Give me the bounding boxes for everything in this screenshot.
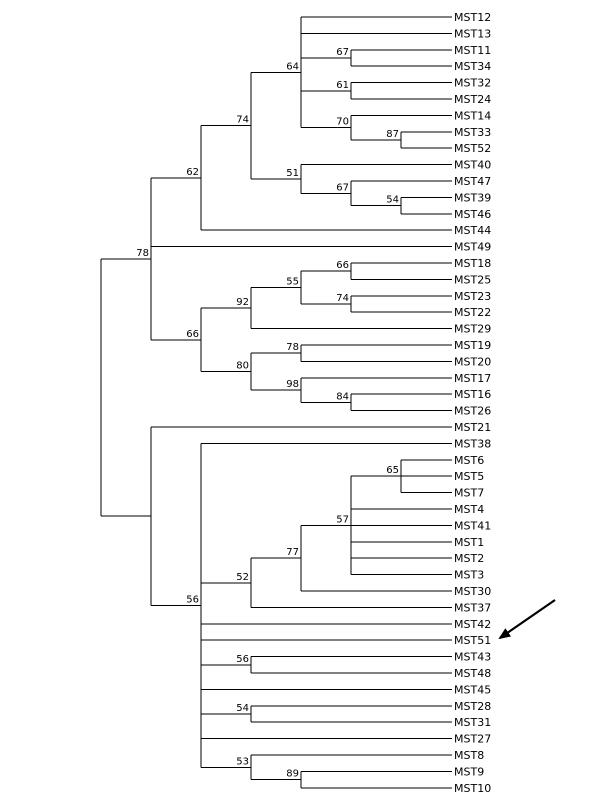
leaf-label-mst31: MST31 bbox=[454, 716, 491, 729]
leaf-label-mst3: MST3 bbox=[454, 569, 484, 582]
leaf-label-mst41: MST41 bbox=[454, 519, 491, 532]
bootstrap-value: 56 bbox=[236, 654, 249, 665]
leaf-label-mst1: MST1 bbox=[454, 536, 484, 549]
leaf-label-mst47: MST47 bbox=[454, 175, 491, 188]
leaf-label-mst51: MST51 bbox=[454, 634, 491, 647]
leaf-label-mst43: MST43 bbox=[454, 651, 491, 664]
bootstrap-value: 54 bbox=[236, 703, 249, 714]
bootstrap-value: 89 bbox=[286, 769, 299, 780]
leaf-label-mst17: MST17 bbox=[454, 372, 491, 385]
bootstrap-value: 62 bbox=[186, 167, 199, 178]
bootstrap-value: 92 bbox=[236, 297, 249, 308]
leaf-label-mst48: MST48 bbox=[454, 667, 491, 680]
leaf-label-mst27: MST27 bbox=[454, 733, 491, 746]
bootstrap-value: 67 bbox=[336, 47, 349, 58]
leaf-label-mst7: MST7 bbox=[454, 487, 484, 500]
leaf-label-mst24: MST24 bbox=[454, 93, 491, 106]
bootstrap-value: 52 bbox=[236, 572, 249, 583]
bootstrap-value: 56 bbox=[186, 594, 199, 605]
bootstrap-value: 84 bbox=[336, 391, 349, 402]
bootstrap-value: 67 bbox=[336, 182, 349, 193]
bootstrap-value: 51 bbox=[286, 168, 299, 179]
bootstrap-value: 66 bbox=[186, 329, 199, 340]
leaf-label-mst37: MST37 bbox=[454, 601, 491, 614]
leaf-label-mst19: MST19 bbox=[454, 339, 491, 352]
bootstrap-value: 78 bbox=[136, 248, 149, 259]
leaf-label-mst29: MST29 bbox=[454, 323, 491, 336]
leaf-label-mst8: MST8 bbox=[454, 749, 484, 762]
bootstrap-value: 74 bbox=[236, 115, 249, 126]
bootstrap-value: 98 bbox=[286, 379, 299, 390]
leaf-label-mst14: MST14 bbox=[454, 109, 491, 122]
leaf-label-mst11: MST11 bbox=[454, 44, 491, 57]
tree-branches bbox=[100, 16, 452, 789]
leaf-label-mst16: MST16 bbox=[454, 388, 491, 401]
bootstrap-value: 65 bbox=[386, 465, 399, 476]
leaf-label-mst23: MST23 bbox=[454, 290, 491, 303]
leaf-label-mst40: MST40 bbox=[454, 159, 491, 172]
bootstrap-value: 77 bbox=[286, 547, 299, 558]
leaf-label-mst49: MST49 bbox=[454, 241, 491, 254]
bootstrap-value: 57 bbox=[336, 514, 349, 525]
leaf-label-mst20: MST20 bbox=[454, 355, 491, 368]
bootstrap-value: 78 bbox=[286, 342, 299, 353]
leaf-label-mst45: MST45 bbox=[454, 683, 491, 696]
bootstrap-value: 87 bbox=[386, 129, 399, 140]
leaf-label-mst2: MST2 bbox=[454, 552, 484, 565]
leaf-labels: MST12MST13MST11MST34MST32MST24MST14MST33… bbox=[454, 11, 491, 795]
bootstrap-value: 80 bbox=[236, 361, 249, 372]
bootstrap-value: 54 bbox=[386, 195, 399, 206]
bootstrap-value: 74 bbox=[336, 293, 349, 304]
leaf-label-mst9: MST9 bbox=[454, 765, 484, 778]
leaf-label-mst34: MST34 bbox=[454, 60, 491, 73]
leaf-label-mst5: MST5 bbox=[454, 470, 484, 483]
leaf-label-mst10: MST10 bbox=[454, 782, 491, 795]
leaf-label-mst18: MST18 bbox=[454, 257, 491, 270]
leaf-label-mst39: MST39 bbox=[454, 191, 491, 204]
leaf-label-mst33: MST33 bbox=[454, 126, 491, 139]
leaf-label-mst21: MST21 bbox=[454, 421, 491, 434]
arrow-pointer-icon bbox=[498, 599, 556, 640]
leaf-label-mst46: MST46 bbox=[454, 208, 491, 221]
leaf-label-mst22: MST22 bbox=[454, 306, 491, 319]
bootstrap-value: 53 bbox=[236, 756, 249, 767]
leaf-label-mst52: MST52 bbox=[454, 142, 491, 155]
leaf-label-mst44: MST44 bbox=[454, 224, 491, 237]
bootstrap-value: 66 bbox=[336, 260, 349, 271]
bootstrap-value: 70 bbox=[336, 117, 349, 128]
bootstrap-value: 64 bbox=[286, 61, 299, 72]
leaf-label-mst38: MST38 bbox=[454, 437, 491, 450]
bootstrap-value: 55 bbox=[286, 277, 299, 288]
leaf-label-mst12: MST12 bbox=[454, 11, 491, 24]
bootstrap-values: 67 61 87 70 64 54 67 51 74 62 66 74 55 92 78 84 98 80 66 78… bbox=[136, 47, 399, 780]
leaf-label-mst13: MST13 bbox=[454, 27, 491, 40]
leaf-label-mst32: MST32 bbox=[454, 77, 491, 90]
leaf-label-mst26: MST26 bbox=[454, 405, 491, 418]
leaf-label-mst6: MST6 bbox=[454, 454, 484, 467]
leaf-label-mst30: MST30 bbox=[454, 585, 491, 598]
bootstrap-value: 61 bbox=[336, 80, 349, 91]
leaf-label-mst42: MST42 bbox=[454, 618, 491, 631]
leaf-label-mst28: MST28 bbox=[454, 700, 491, 713]
leaf-label-mst25: MST25 bbox=[454, 273, 491, 286]
leaf-label-mst4: MST4 bbox=[454, 503, 484, 516]
